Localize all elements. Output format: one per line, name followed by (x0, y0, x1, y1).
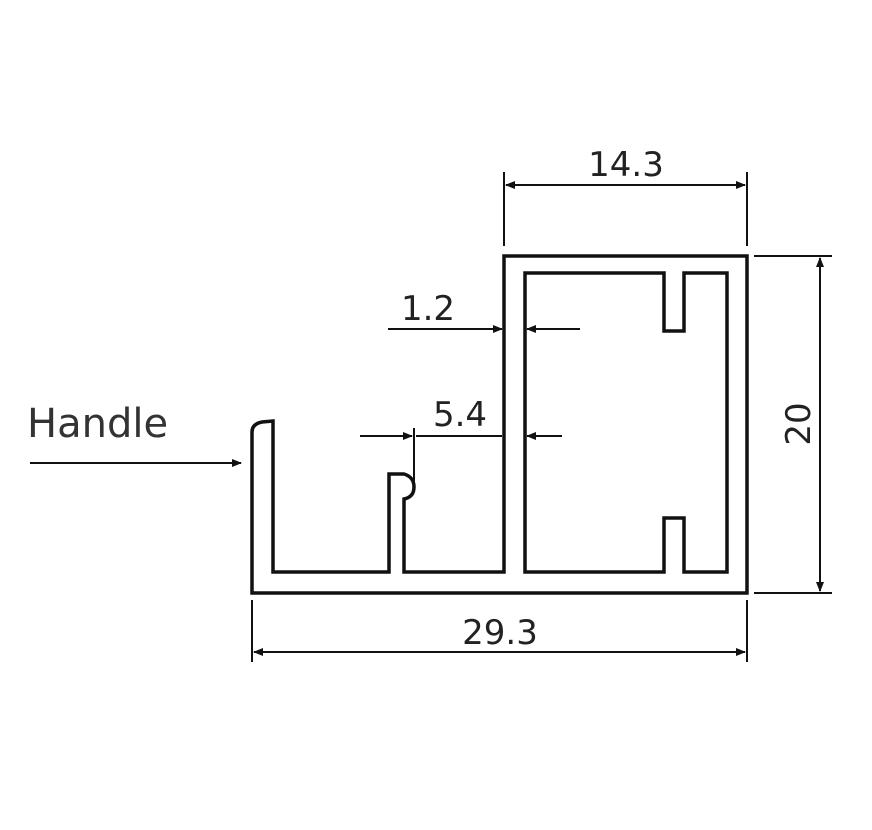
dimension-height (754, 255, 832, 594)
dimension-gap (360, 428, 562, 486)
dimension-label-top-width: 14.3 (588, 145, 664, 185)
dimension-top-width (503, 172, 748, 246)
handle-label: Handle (27, 401, 168, 447)
dimension-label-total-width: 29.3 (462, 613, 538, 653)
dimension-label-wall: 1.2 (401, 289, 455, 329)
dimension-total-width (251, 600, 748, 662)
extrusion-profile (250, 254, 749, 595)
profile-inner-cavity (523, 271, 729, 574)
profile-outer-contour (250, 254, 749, 595)
dimension-label-height: 20 (779, 402, 819, 445)
dimension-label-gap: 5.4 (433, 395, 487, 435)
